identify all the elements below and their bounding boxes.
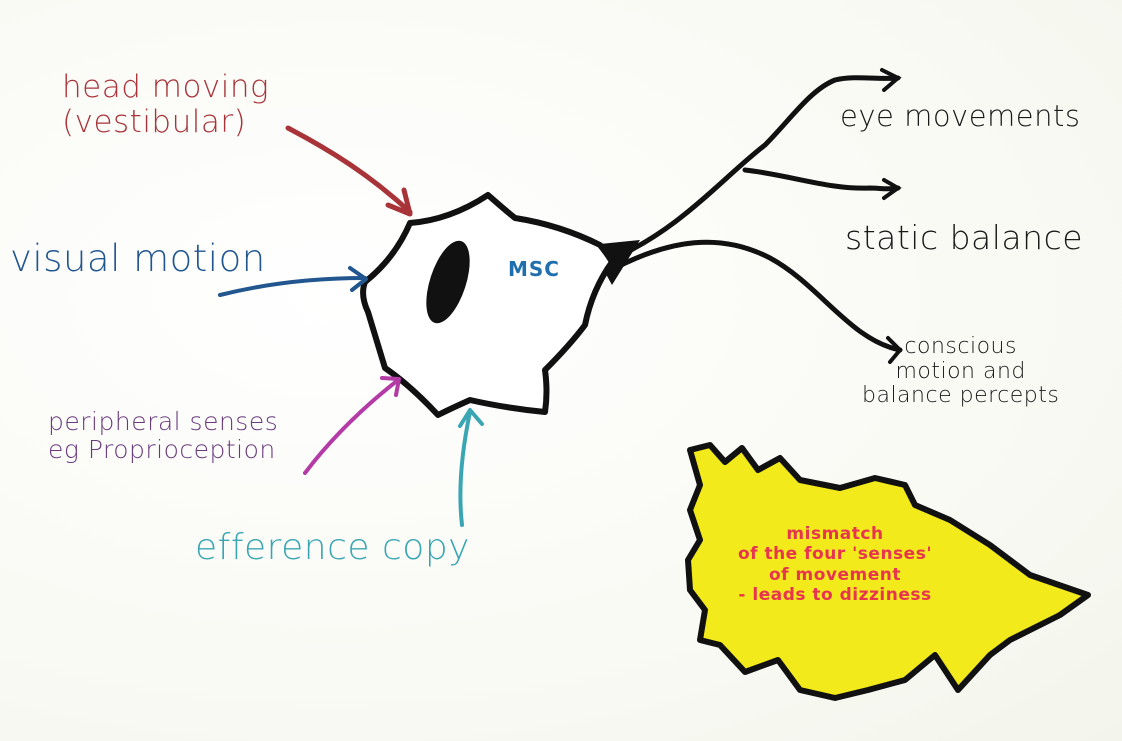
peripheral-senses-arrowhead: [380, 376, 401, 397]
mismatch-line-4: - leads to dizziness: [738, 585, 932, 606]
peripheral-senses-arrow: [303, 378, 400, 475]
head-moving-arrow: [285, 125, 413, 215]
visual-motion-arrow: [218, 276, 367, 297]
mismatch-line-3: of movement: [769, 564, 901, 585]
head-moving-label: head moving (vestibular): [62, 70, 269, 139]
mismatch-callout-text: mismatch of the four 'senses' of movemen…: [700, 524, 970, 606]
mismatch-starburst: [685, 442, 1091, 701]
head-moving-line-1: head moving: [62, 69, 270, 105]
visual-motion-label: visual motion: [10, 237, 266, 280]
eye-movements-label: eye movements: [840, 99, 1081, 133]
conscious-percepts-line-3: balance percepts: [862, 383, 1060, 409]
conscious-percepts-line-1: conscious: [904, 334, 1017, 359]
static-balance-label: static balance: [845, 218, 1084, 257]
mismatch-line-1: mismatch: [786, 524, 884, 544]
efference-copy-arrow: [458, 410, 472, 527]
head-moving-arrowhead: [385, 187, 413, 217]
efference-copy-arrowhead: [458, 408, 484, 428]
axon-to-eye-movements: [607, 75, 901, 263]
axon-to-conscious-percepts: [612, 239, 903, 353]
mismatch-line-2: of the four 'senses': [737, 544, 933, 565]
head-moving-line-2: (vestibular): [62, 103, 247, 140]
visual-motion-arrowhead: [348, 266, 368, 292]
axon-branch-tip-bottom: [886, 336, 903, 364]
axon-branch-tip-top: [880, 68, 902, 92]
msc-cell-body: [360, 192, 615, 418]
msc-label: MSC: [508, 257, 560, 281]
axon-to-static-balance: [742, 167, 901, 192]
cell-nucleus: [426, 240, 470, 324]
conscious-percepts-line-2: motion and: [895, 358, 1026, 384]
peripheral-senses-line-1: peripheral senses: [48, 407, 279, 436]
conscious-percepts-label: conscious motion and balance percepts: [862, 334, 1060, 409]
peripheral-senses-line-2: eg Proprioception: [48, 435, 276, 464]
peripheral-senses-label: peripheral senses eg Proprioception: [48, 408, 278, 464]
efference-copy-label: efference copy: [195, 527, 470, 568]
axon-branch-tip-middle: [882, 178, 902, 200]
